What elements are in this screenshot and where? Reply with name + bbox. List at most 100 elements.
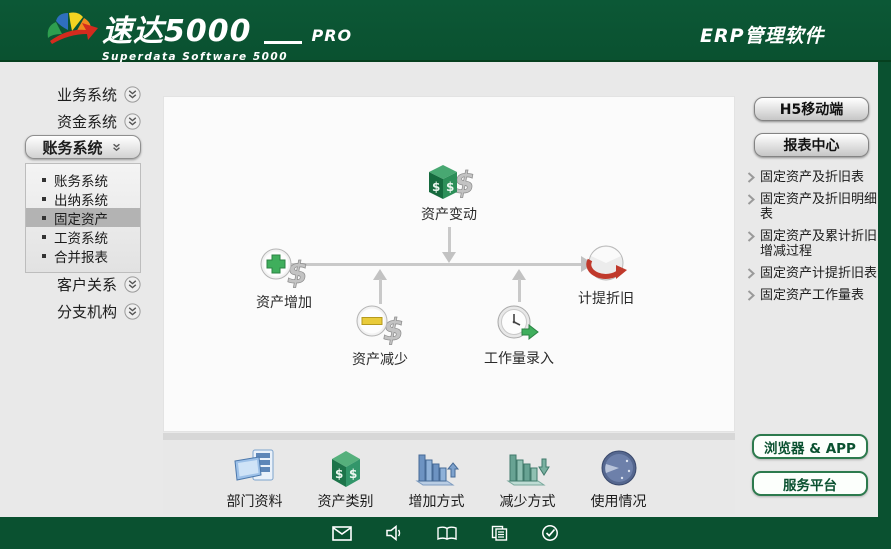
sidebar-item-ledger-system[interactable]: 账务系统 [25, 135, 141, 159]
flow-node-asset-increase[interactable]: $ 资产增加 [256, 247, 312, 312]
flow-node-label: 资产增加 [256, 295, 312, 311]
report-link-label: 固定资产及折旧明细表 [760, 192, 878, 222]
product-subtitle: Superdata Software 5000 [102, 51, 289, 63]
service-platform-button[interactable]: 服务平台 [752, 471, 868, 496]
toolbar-item-label: 资产类别 [317, 494, 374, 510]
sidebar-item-label: 分支机构 [56, 302, 117, 321]
submenu-item-payroll[interactable]: 工资系统 [26, 227, 140, 247]
chevron-double-down-icon [124, 85, 141, 103]
svg-text:$: $ [454, 166, 474, 201]
submenu-item-label: 出纳系统 [54, 192, 108, 209]
logo-dash [263, 41, 302, 44]
bottom-separator [163, 433, 735, 440]
submenu-item-label: 工资系统 [54, 230, 108, 247]
chevron-right-icon [747, 172, 755, 183]
sidebar-item-customer-relations[interactable]: 客户关系 [25, 273, 141, 295]
svg-text:$: $ [335, 467, 343, 481]
chevron-right-icon [747, 194, 755, 205]
right-panel: H5移动端 报表中心 固定资产及折旧表 固定资产及折旧明细表 固定资产及累计折旧… [745, 62, 878, 517]
flowchart-canvas: $ $ $ 资产变动 $ 资产增加 计提折旧 $ [163, 96, 735, 432]
sidebar-item-funds-system[interactable]: 资金系统 [25, 110, 141, 132]
svg-text:$: $ [383, 313, 404, 348]
toolbar-item-label: 部门资料 [226, 494, 283, 510]
svg-text:$: $ [287, 256, 308, 291]
chevron-double-down-icon [124, 275, 141, 293]
right-edge-strip [878, 62, 891, 549]
report-link-accumulated-depreciation[interactable]: 固定资产及累计折旧增减过程 [747, 229, 878, 259]
depreciation-icon [586, 245, 627, 281]
submenu-item-fixed-assets[interactable]: 固定资产 [26, 208, 140, 228]
asset-increase-icon: $ [260, 248, 308, 291]
book-icon[interactable] [436, 525, 458, 541]
report-center-button[interactable]: 报表中心 [754, 133, 869, 157]
flow-line-down [448, 227, 451, 253]
svg-text:$: $ [349, 467, 357, 481]
submenu-item-label: 账务系统 [54, 173, 108, 190]
report-link-depreciation-detail[interactable]: 固定资产及折旧明细表 [747, 192, 878, 222]
flow-line-up [379, 279, 382, 304]
chevron-right-icon [747, 268, 755, 279]
report-link-workload[interactable]: 固定资产工作量表 [747, 288, 878, 303]
chevron-right-icon [747, 290, 755, 301]
sidebar-item-business-system[interactable]: 业务系统 [25, 83, 141, 105]
logo-fan-icon [47, 12, 98, 44]
department-info-icon [233, 449, 273, 481]
flow-arrowhead-down [442, 252, 456, 263]
sidebar-item-label: 资金系统 [56, 112, 117, 131]
flow-line-up [518, 279, 521, 302]
documents-icon[interactable] [491, 525, 508, 541]
flow-node-label: 工作量录入 [484, 351, 554, 367]
h5-mobile-button[interactable]: H5移动端 [754, 97, 869, 121]
workload-entry-icon [497, 305, 539, 341]
flow-node-depreciation[interactable]: 计提折旧 [578, 243, 634, 308]
check-icon[interactable] [541, 524, 559, 542]
report-link-label: 固定资产及折旧表 [760, 170, 865, 185]
flow-node-asset-decrease[interactable]: $ 资产减少 [352, 304, 408, 369]
toolbar-item-label: 减少方式 [499, 494, 556, 510]
chevron-double-down-icon [124, 112, 141, 130]
svg-text:$: $ [432, 180, 440, 194]
flow-node-label: 资产变动 [421, 207, 477, 223]
product-edition: PRO [311, 26, 353, 45]
bullet-icon [42, 253, 46, 258]
speaker-icon[interactable] [385, 525, 403, 541]
toolbar-item-department-info[interactable]: 部门资料 [209, 440, 300, 514]
flow-node-asset-change[interactable]: $ $ $ 资产变动 [421, 161, 477, 224]
flow-arrowhead-up [512, 269, 526, 280]
usage-status-icon [601, 450, 636, 486]
sidebar-item-label: 账务系统 [42, 138, 103, 157]
svg-text:$: $ [446, 180, 454, 194]
sidebar-item-label: 客户关系 [56, 275, 117, 294]
bullet-icon [42, 177, 46, 182]
toolbar-item-asset-category[interactable]: $ $ 资产类别 [300, 440, 391, 514]
report-link-depreciation-provision[interactable]: 固定资产计提折旧表 [747, 266, 878, 281]
toolbar-item-label: 使用情况 [590, 494, 647, 510]
report-links: 固定资产及折旧表 固定资产及折旧明细表 固定资产及累计折旧增减过程 固定资产计提… [747, 170, 878, 303]
bullet-icon [42, 196, 46, 201]
report-link-fixed-assets-depreciation[interactable]: 固定资产及折旧表 [747, 170, 878, 185]
flow-node-label: 计提折旧 [578, 291, 634, 307]
app-header: 速达5000 PRO Superdata Software 5000 ERP管理… [0, 0, 891, 63]
toolbar-item-increase-method[interactable]: 增加方式 [391, 440, 482, 514]
toolbar-item-decrease-method[interactable]: 减少方式 [482, 440, 573, 514]
mail-icon[interactable] [332, 525, 352, 541]
submenu-item-consolidated-reports[interactable]: 合并报表 [26, 246, 140, 266]
footer-bar [0, 517, 891, 549]
report-link-label: 固定资产工作量表 [760, 288, 865, 303]
toolbar-item-usage-status[interactable]: 使用情况 [573, 440, 664, 514]
submenu-item-label: 固定资产 [54, 211, 108, 228]
flow-node-workload-entry[interactable]: 工作量录入 [484, 303, 554, 368]
header-tagline: ERP管理软件 [700, 25, 825, 47]
chevron-double-down-icon [124, 302, 141, 320]
report-link-label: 固定资产及累计折旧增减过程 [760, 229, 878, 259]
chevron-right-icon [747, 231, 755, 242]
submenu-item-label: 合并报表 [54, 249, 108, 266]
report-link-label: 固定资产计提折旧表 [760, 266, 878, 281]
submenu-item-ledger[interactable]: 账务系统 [26, 170, 140, 190]
sidebar-item-branches[interactable]: 分支机构 [25, 300, 141, 322]
submenu-item-cashier[interactable]: 出纳系统 [26, 189, 140, 209]
app-logo: 速达5000 PRO Superdata Software 5000 [42, 6, 352, 63]
increase-method-icon [414, 454, 459, 486]
browser-app-button[interactable]: 浏览器 & APP [752, 434, 868, 459]
product-name: 速达5000 [102, 14, 252, 49]
